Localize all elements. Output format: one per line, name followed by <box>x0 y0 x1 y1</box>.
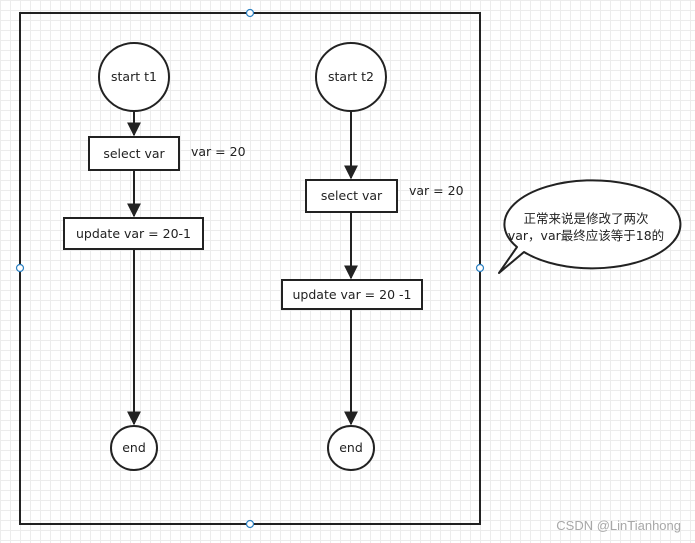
callout-shape <box>498 179 682 274</box>
update-label-t1: update var = 20-1 <box>76 226 191 241</box>
start-label-t1: start t1 <box>111 69 157 84</box>
start-label-t2: start t2 <box>328 69 374 84</box>
end-node-t1[interactable] <box>110 425 158 471</box>
resize-handle-top[interactable] <box>245 8 255 18</box>
flow-t2: start t2 select var var = 20 update var … <box>281 42 464 471</box>
resize-handle-bottom[interactable] <box>245 519 255 529</box>
end-label-t1: end <box>122 440 146 455</box>
select-note-t1: var = 20 <box>191 144 246 159</box>
resize-handle-left[interactable] <box>15 263 25 273</box>
container-frame[interactable] <box>19 12 481 525</box>
end-node-t2[interactable] <box>327 425 375 471</box>
update-label-t2: update var = 20 -1 <box>293 287 412 302</box>
end-label-t2: end <box>339 440 363 455</box>
resize-handle-right[interactable] <box>475 263 485 273</box>
select-label-t2: select var <box>321 188 383 203</box>
csdn-watermark: CSDN @LinTianhong <box>556 518 681 533</box>
select-note-t2: var = 20 <box>409 183 464 198</box>
flow-t1: start t1 select var var = 20 update var … <box>63 42 246 471</box>
callout-line-2: var，var最终应该等于18的 <box>508 228 664 243</box>
select-node-t1[interactable] <box>88 136 180 171</box>
callout-line-1: 正常来说是修改了两次 <box>523 211 648 226</box>
callout-bubble[interactable]: 正常来说是修改了两次 var，var最终应该等于18的 <box>498 179 682 274</box>
select-label-t1: select var <box>103 146 165 161</box>
select-node-t2[interactable] <box>305 179 398 213</box>
update-node-t2[interactable] <box>281 279 423 310</box>
